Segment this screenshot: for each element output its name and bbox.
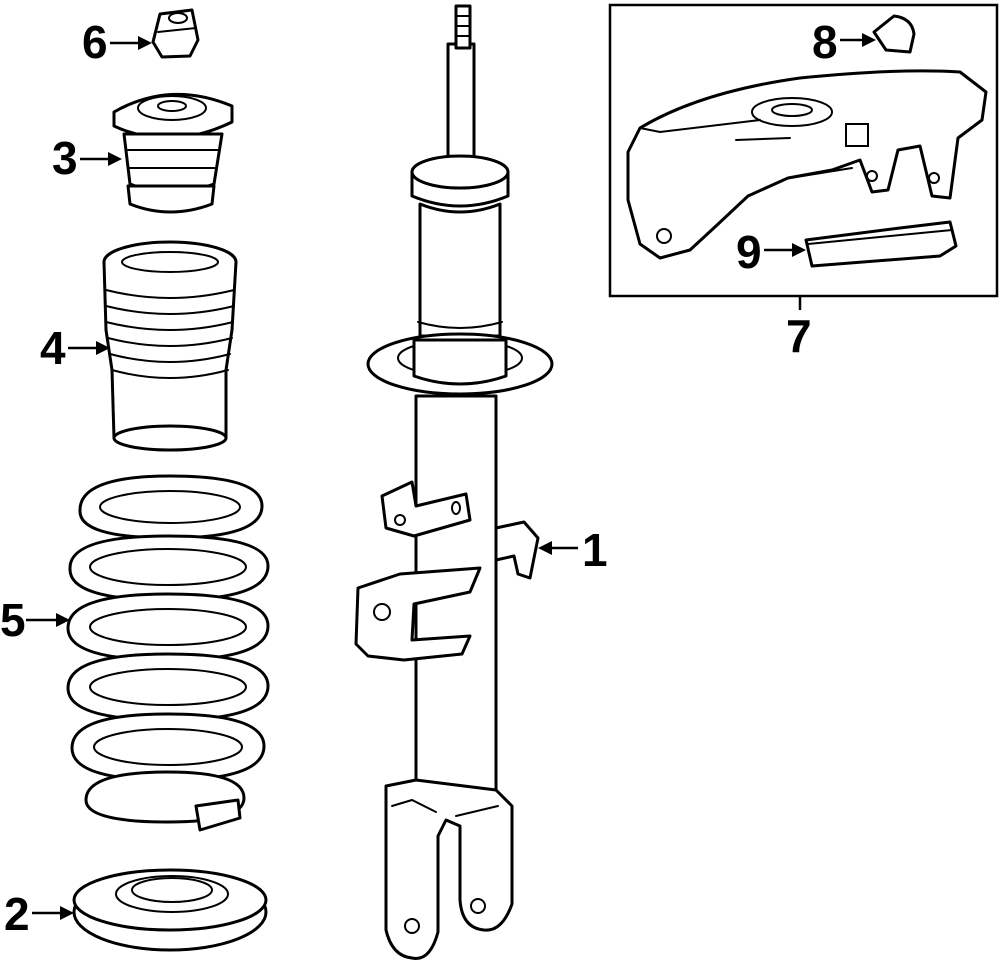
callout-5-label: 5	[0, 594, 26, 646]
part-3-strut-mount[interactable]	[112, 92, 234, 214]
part-7-mount-bracket[interactable]	[626, 69, 988, 260]
callout-2-label: 2	[4, 888, 30, 940]
part-1-strut[interactable]	[354, 4, 554, 960]
part-4-dust-boot[interactable]	[102, 240, 238, 452]
callout-9-label: 9	[736, 226, 762, 278]
callout-3-label: 3	[52, 132, 78, 184]
part-5-coil-spring[interactable]	[66, 474, 270, 832]
part-6-nut[interactable]	[151, 8, 200, 59]
callout-4-label: 4	[40, 322, 66, 374]
part-8-cap[interactable]	[872, 14, 916, 54]
callout-8-label: 8	[812, 16, 838, 68]
callout-arrows	[26, 33, 876, 920]
callout-7-label: 7	[786, 310, 812, 362]
part-2-spring-seat[interactable]	[72, 868, 268, 952]
callout-6-label: 6	[82, 16, 108, 68]
callout-1-label: 1	[582, 524, 608, 576]
part-9-pad[interactable]	[804, 220, 958, 268]
part-7-group-box	[608, 3, 999, 310]
